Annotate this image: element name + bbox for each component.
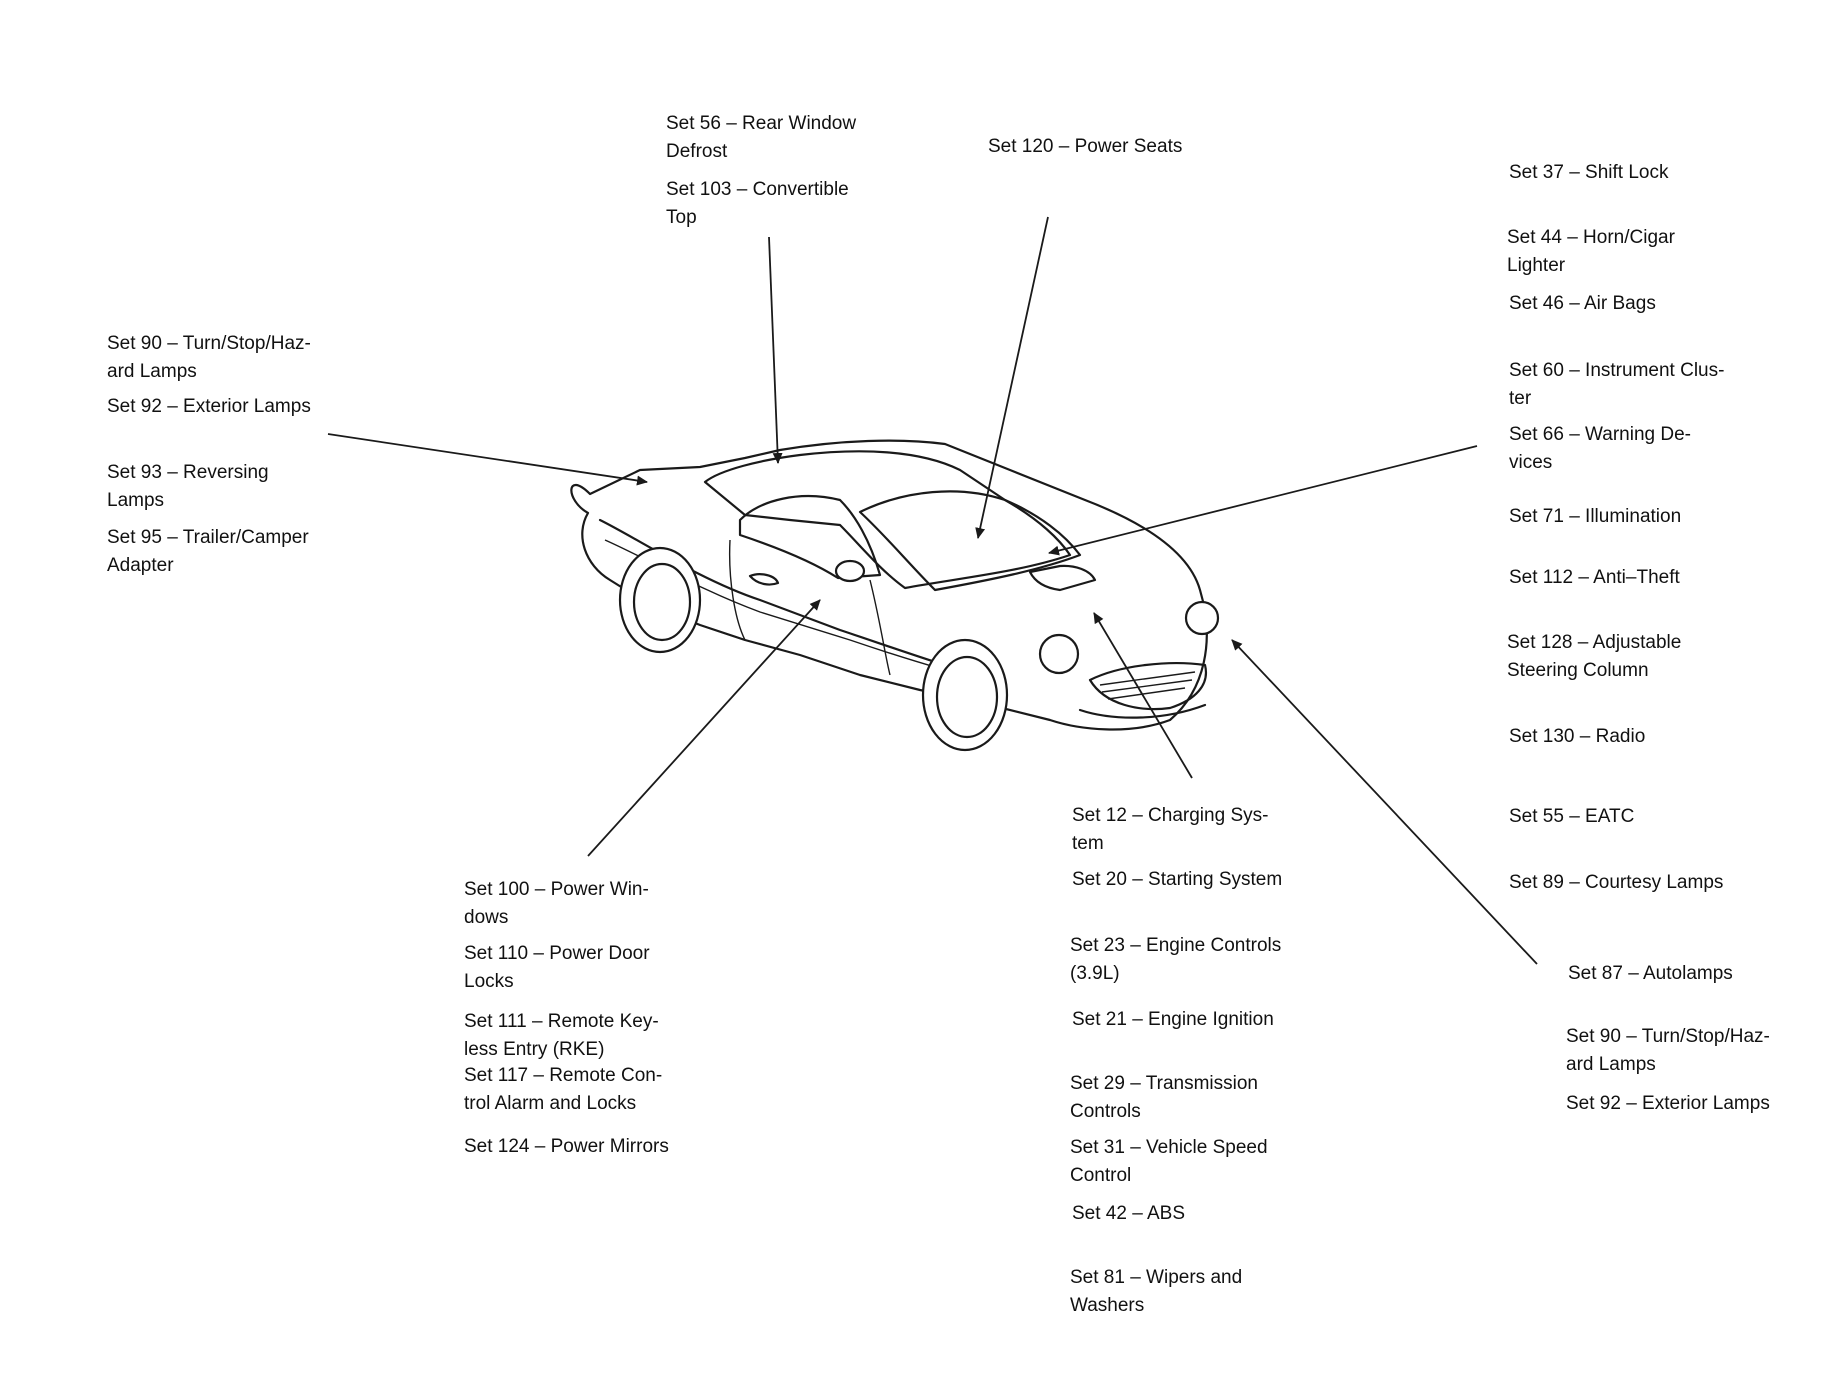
label-remote-keyless-entry: Set 111 – Remote Key- less Entry (RKE)	[464, 1011, 659, 1060]
leader-engine	[1093, 612, 1193, 779]
label-autolamps: Set 87 – Autolamps	[1568, 963, 1733, 984]
label-power-seats: Set 120 – Power Seats	[988, 136, 1183, 157]
leader-power-seats	[975, 216, 1049, 539]
label-exterior-lamps-left: Set 92 – Exterior Lamps	[107, 396, 311, 417]
label-illumination: Set 71 – Illumination	[1509, 506, 1682, 527]
label-reversing-lamps: Set 93 – Reversing Lamps	[107, 462, 269, 511]
label-warning-devices: Set 66 – Warning De- vices	[1509, 424, 1691, 473]
label-abs: Set 42 – ABS	[1072, 1203, 1186, 1224]
label-trailer-camper-adapter: Set 95 – Trailer/Camper Adapter	[107, 527, 309, 576]
label-transmission-controls: Set 29 – Transmission Controls	[1070, 1073, 1258, 1122]
label-exterior-lamps-right: Set 92 – Exterior Lamps	[1566, 1093, 1770, 1114]
label-courtesy-lamps: Set 89 – Courtesy Lamps	[1509, 872, 1724, 893]
label-wipers-and-washers: Set 81 – Wipers and Washers	[1070, 1267, 1243, 1316]
leader-autolamps	[1231, 639, 1538, 965]
label-engine-controls: Set 23 – Engine Controls (3.9L)	[1070, 935, 1282, 984]
label-adjustable-steering-column: Set 128 – Adjustable Steering Column	[1507, 632, 1682, 681]
label-radio: Set 130 – Radio	[1509, 726, 1646, 747]
leader-power-windows	[587, 599, 821, 857]
label-turn-stop-hazard-right: Set 90 – Turn/Stop/Haz- ard Lamps	[1566, 1026, 1770, 1075]
car-illustration	[570, 439, 1220, 752]
label-starting-system: Set 20 – Starting System	[1072, 869, 1283, 890]
label-shift-lock: Set 37 – Shift Lock	[1509, 162, 1669, 183]
label-eatc: Set 55 – EATC	[1509, 806, 1635, 827]
label-horn-cigar-lighter: Set 44 – Horn/Cigar Lighter	[1507, 227, 1675, 276]
label-remote-control-alarm: Set 117 – Remote Con- trol Alarm and Loc…	[464, 1065, 663, 1114]
label-power-door-locks: Set 110 – Power Door Locks	[464, 943, 650, 992]
label-rear-window-defrost: Set 56 – Rear Window Defrost	[666, 113, 857, 162]
label-convertible-top: Set 103 – Convertible Top	[666, 179, 849, 228]
label-air-bags: Set 46 – Air Bags	[1509, 293, 1656, 314]
leader-lines	[327, 216, 1538, 965]
label-power-mirrors: Set 124 – Power Mirrors	[464, 1136, 669, 1157]
label-engine-ignition: Set 21 – Engine Ignition	[1072, 1009, 1274, 1030]
leader-instrument-cluster	[1048, 445, 1478, 556]
leader-rear-window	[768, 236, 783, 464]
label-instrument-cluster: Set 60 – Instrument Clus- ter	[1509, 360, 1725, 409]
label-power-windows: Set 100 – Power Win- dows	[464, 879, 649, 928]
leader-exterior-lamps	[327, 433, 648, 486]
label-charging-system: Set 12 – Charging Sys- tem	[1072, 805, 1269, 854]
label-vehicle-speed-control: Set 31 – Vehicle Speed Control	[1070, 1137, 1268, 1186]
label-anti-theft: Set 112 – Anti–Theft	[1509, 567, 1680, 588]
label-turn-stop-hazard-left: Set 90 – Turn/Stop/Haz- ard Lamps	[107, 333, 311, 382]
